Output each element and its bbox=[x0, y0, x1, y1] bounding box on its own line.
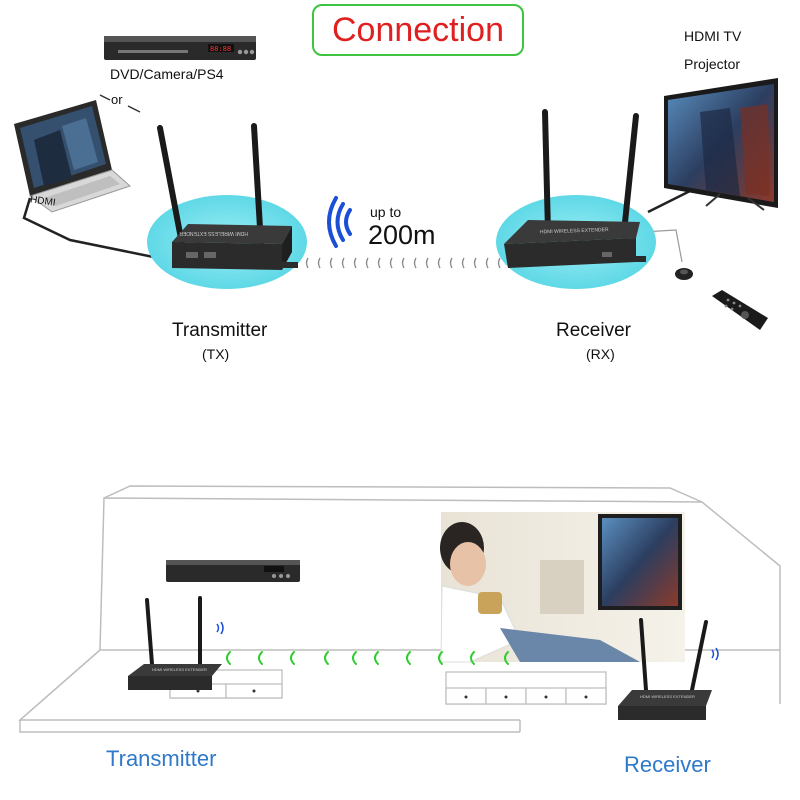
receiver-abbr: (RX) bbox=[586, 346, 615, 362]
dvd-player-icon: 88:88 bbox=[104, 36, 256, 60]
receiver-device-text: HDMI WIRELESS EXTENDER bbox=[540, 227, 609, 235]
bottom-transmitter-label: Transmitter bbox=[106, 746, 217, 771]
title-box: Connection bbox=[312, 4, 524, 56]
transmitter-device-text: HDMI WIRELESS EXTENDER bbox=[179, 230, 248, 236]
transmitter-small-device-text: HDMI WIRELESS EXTENDER bbox=[152, 667, 207, 672]
rx-signal-icon bbox=[711, 647, 719, 661]
or-label: or bbox=[111, 92, 123, 107]
receiver-device: HDMI WIRELESS EXTENDER bbox=[504, 109, 646, 268]
tv-cabinet bbox=[445, 671, 607, 705]
range-label-value: 200m bbox=[368, 220, 436, 250]
receiver-device-small: HDMI WIRELESS EXTENDER bbox=[618, 618, 712, 720]
receiver-small-device-text: HDMI WIRELESS EXTENDER bbox=[640, 694, 695, 699]
tx-signal-icon bbox=[216, 621, 224, 635]
source-label: DVD/Camera/PS4 bbox=[110, 66, 224, 82]
laptop-icon bbox=[14, 100, 131, 213]
page-title: Connection bbox=[331, 10, 504, 49]
transmitter-abbr: (TX) bbox=[202, 346, 230, 362]
dvd-display-text: 88:88 bbox=[210, 45, 231, 53]
transmitter-label: Transmitter bbox=[172, 320, 268, 341]
transmitter-device-small: HDMI WIRELESS EXTENDER bbox=[128, 596, 222, 690]
living-room-photo bbox=[440, 512, 685, 663]
signal-path bbox=[305, 257, 501, 269]
transmitter-device: HDMI WIRELESS EXTENDER bbox=[157, 123, 298, 270]
signal-wave-icon bbox=[327, 196, 352, 248]
bottom-receiver-label: Receiver bbox=[624, 752, 711, 777]
wireless-signal-arcs bbox=[226, 651, 509, 665]
display-label-tv: HDMI TV bbox=[684, 28, 742, 44]
range-label-upto: up to bbox=[370, 204, 402, 220]
ir-sensor-icon bbox=[675, 268, 693, 280]
tv-icon bbox=[664, 78, 778, 211]
display-label-projector: Projector bbox=[684, 56, 741, 72]
dvd-player-small-icon bbox=[166, 560, 300, 582]
remote-control-icon bbox=[712, 290, 768, 330]
receiver-label: Receiver bbox=[556, 320, 631, 341]
